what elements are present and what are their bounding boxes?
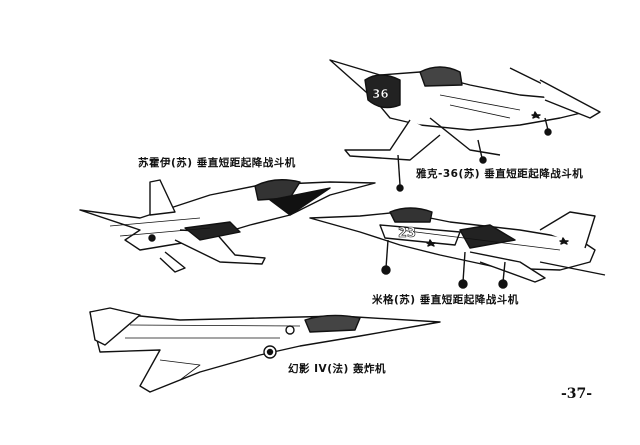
caption-yak-36: 雅克-36(苏) 垂直短距起降战斗机 bbox=[416, 168, 584, 180]
caption-mirage-iv: 幻影 IV(法) 轰炸机 bbox=[288, 363, 386, 375]
yak-36-drawing bbox=[329, 59, 601, 192]
caption-mig: 米格(苏) 垂直短距起降战斗机 bbox=[372, 294, 519, 306]
mig-drawing bbox=[309, 207, 606, 289]
yak-side-number: 36 bbox=[372, 87, 389, 101]
mig-side-number: 23 bbox=[398, 226, 416, 241]
page-number: -37- bbox=[561, 386, 593, 402]
mirage-iv-drawing bbox=[89, 307, 441, 393]
caption-sukhoi: 苏霍伊(苏) 垂直短距起降战斗机 bbox=[138, 157, 296, 169]
sukhoi-drawing bbox=[79, 179, 376, 273]
